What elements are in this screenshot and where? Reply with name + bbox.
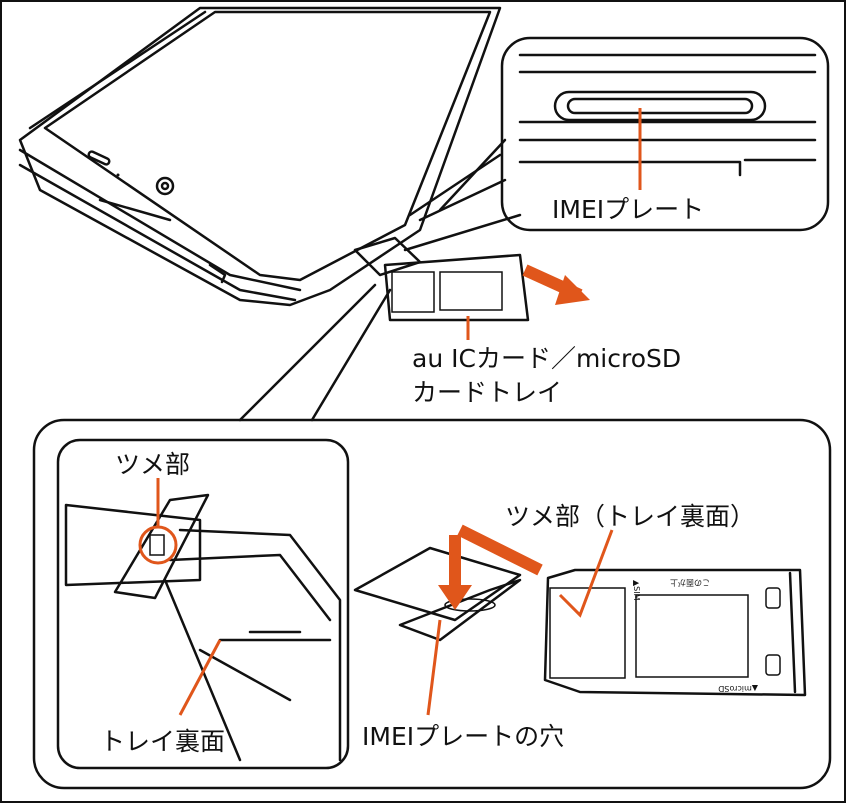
tray-label-line2: カードトレイ	[412, 378, 562, 407]
large-tray: ▲SIM ▲microSD この面が上 ツメ部（トレイ裏面）	[505, 502, 807, 697]
imei-plate-label: IMEIプレート	[552, 195, 704, 224]
claw-label: ツメ部	[115, 450, 190, 479]
claw-back-label: ツメ部（トレイ裏面）	[505, 502, 755, 531]
tray-back-inset: ツメ部 トレイ裏面	[56, 438, 350, 770]
imei-hole-label: IMEIプレートの穴	[362, 722, 564, 751]
small-tray: au ICカード／microSD カードトレイ	[353, 236, 681, 407]
callout-lines	[238, 283, 392, 422]
microsd-mark: ▲microSD	[718, 684, 758, 693]
detail-panel	[32, 418, 832, 790]
tray-label-line1: au ICカード／microSD	[412, 344, 681, 373]
imei-plate-insert: IMEIプレートの穴	[353, 524, 564, 751]
this-side-up-mark: この面が上	[670, 578, 710, 588]
imei-inset: IMEIプレート	[403, 36, 830, 252]
sim-mark: ▲SIM	[632, 580, 641, 601]
tray-back-label: トレイ裏面	[100, 727, 225, 756]
phone-illustration	[18, 6, 507, 307]
